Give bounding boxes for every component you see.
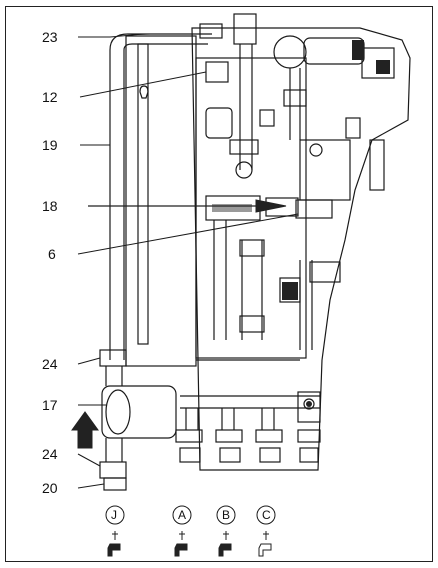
callout-12: 12 [42,89,58,105]
diagram-frame [5,6,433,562]
back-panel [191,27,411,471]
right-pipe [289,68,301,140]
outlet-a [175,429,203,443]
flow-arrow [255,199,287,213]
tap-icon [107,531,121,557]
leader-20 [77,483,105,489]
manifold-outlets [185,408,275,430]
top-fitting [199,23,223,39]
callout-17: 17 [42,397,58,413]
pipe-19 [109,50,125,360]
connection-circle-j [105,505,125,525]
leader-23 [78,33,210,38]
small-fitting-r [345,117,361,139]
connection-circle-c [256,505,276,525]
tap-icon [218,531,232,557]
pump-head [273,35,307,69]
outlet-d [297,429,321,443]
outlet-c [255,429,283,443]
callout-6: 6 [48,246,56,262]
connection-label-j: J [111,508,117,522]
meter-bottom [239,315,265,333]
mixer-fitting [229,139,259,155]
fitting-24-top [99,349,127,367]
flow-meter [241,240,263,340]
callout-19: 19 [42,137,58,153]
connection-circle-a [172,505,192,525]
lower-pipe-l [213,220,227,340]
manifold [180,359,320,409]
fitting-12 [205,61,229,83]
mixer-block [299,139,351,201]
dosing-valve [309,261,341,283]
lower-pipe-r [299,260,313,350]
callout-18: 18 [42,198,58,214]
valve-knob [205,107,233,139]
fitting-24-bottom [99,461,127,479]
mounting-rail [137,43,149,345]
mixer-valve [235,161,253,179]
small-fitting [259,109,275,127]
label-plate [279,277,301,303]
callout-23: 23 [42,29,58,45]
up-arrow-shaft [77,427,93,449]
actuator-cap [352,40,364,60]
outlet-b [215,429,243,443]
nut-a [179,447,201,463]
callout-24-bottom: 24 [42,446,58,462]
connection-label-a: A [178,508,186,522]
callout-24-top: 24 [42,356,58,372]
leader-24b [77,453,101,467]
valve-handle-dot [306,401,312,407]
sensor-display [376,60,390,74]
leader-6 [77,213,299,255]
connection-circle-b [216,505,236,525]
nut-b [219,447,241,463]
bracket-grey [212,204,252,212]
fitting-mid [283,89,307,107]
keyhole-icon [139,85,149,99]
tap-icon [174,531,188,557]
nut-d [299,447,319,463]
up-arrow-icon [71,411,99,431]
sensor-box [361,47,395,79]
valve-18 [295,199,333,219]
nut-20 [103,477,127,491]
label-plate-dark [282,282,298,300]
valve-right [297,391,321,423]
nut-c [259,447,281,463]
meter-top [239,239,265,257]
valve-handle [303,398,315,410]
leader-12 [79,71,207,98]
connection-label-c: C [262,508,271,522]
callout-20: 20 [42,480,58,496]
central-pipe [239,44,253,170]
gauge [309,143,323,157]
top-valve [233,13,257,45]
pressure-vessel [369,139,385,191]
leader-24a [77,357,101,365]
connection-label-b: B [222,508,230,522]
pump-17 [101,385,177,439]
pump-motor [105,389,131,435]
faucet-icon [258,531,272,557]
inner-frame [195,57,307,359]
pump-pipes [105,366,123,462]
pipe-23 [109,33,212,51]
